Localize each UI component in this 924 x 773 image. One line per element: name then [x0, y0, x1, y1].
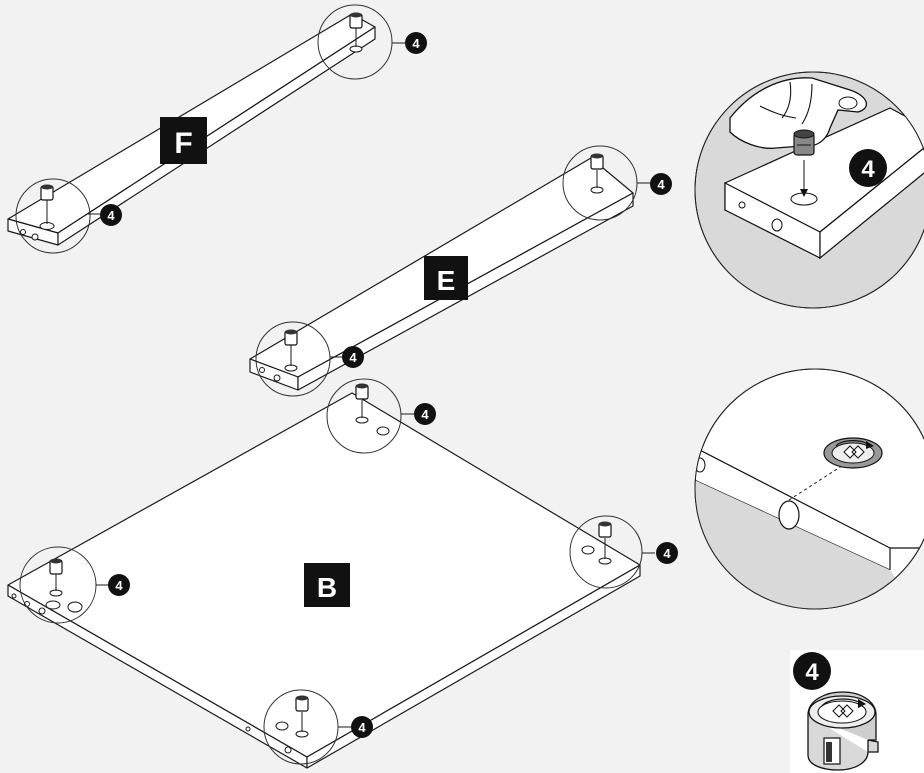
panel-label-b-text: B: [317, 572, 337, 603]
part-badge: 4: [100, 204, 122, 226]
panel-b: B 4 4 4 4: [7, 378, 678, 769]
screwdriver-arrow-icon: [823, 437, 883, 469]
cam-lock-fitting-icon: [284, 329, 298, 346]
part-badge: 4: [650, 173, 672, 195]
cam-lock-fitting-icon: [40, 184, 54, 201]
cam-lock-fitting-icon: [590, 153, 604, 170]
svg-text:4: 4: [861, 156, 875, 183]
detail-circle-e-right: [562, 145, 650, 221]
panel-e: E 4 4: [249, 145, 672, 397]
cam-lock-fitting-icon: [598, 521, 612, 538]
cam-lock-fitting-icon: [355, 383, 369, 400]
cam-lock-fitting-icon: [295, 695, 309, 712]
detail-circle-e-left: [255, 321, 342, 397]
panel-f: F 4 4: [7, 4, 427, 254]
detail-cam-lock-alignment: [694, 368, 924, 610]
cam-lock-fitting-icon: [349, 12, 363, 29]
svg-text:4: 4: [805, 659, 819, 686]
cam-lock-fitting-icon: [49, 558, 63, 575]
detail-circle-f-right: [317, 4, 405, 80]
hand-icon: [729, 77, 868, 149]
cam-lock-fitting-icon: [793, 129, 815, 156]
svg-text:4: 4: [349, 350, 357, 365]
svg-text:4: 4: [358, 720, 366, 735]
part-badge: 4: [793, 652, 831, 690]
detail-circle-b-left: [19, 546, 108, 624]
panel-label-b: B: [304, 563, 350, 607]
panel-label-f: F: [160, 117, 207, 164]
panel-label-f-text: F: [174, 127, 192, 160]
svg-text:4: 4: [115, 578, 123, 593]
part-badge: 4: [849, 149, 887, 187]
detail-insert-cam-lock: 4: [694, 71, 924, 309]
svg-text:4: 4: [663, 546, 671, 561]
svg-text:4: 4: [412, 36, 420, 51]
part-legend: 4: [790, 650, 924, 773]
part-badge: 4: [342, 346, 364, 368]
detail-circle-b-top: [326, 378, 414, 454]
part-badge: 4: [405, 32, 427, 54]
part-badge: 4: [656, 542, 678, 564]
part-badge: 4: [414, 403, 436, 425]
detail-circle-b-right: [569, 515, 655, 589]
panel-label-e-text: E: [437, 265, 456, 296]
panel-label-e: E: [424, 256, 468, 300]
part-badge: 4: [351, 716, 373, 738]
detail-circle-b-bottom: [263, 689, 352, 765]
svg-text:4: 4: [421, 407, 429, 422]
part-badge: 4: [108, 574, 130, 596]
detail-circle-f-left: [15, 178, 100, 254]
svg-text:4: 4: [107, 208, 115, 223]
svg-text:4: 4: [657, 177, 665, 192]
cam-lock-fitting-icon: [807, 691, 879, 771]
